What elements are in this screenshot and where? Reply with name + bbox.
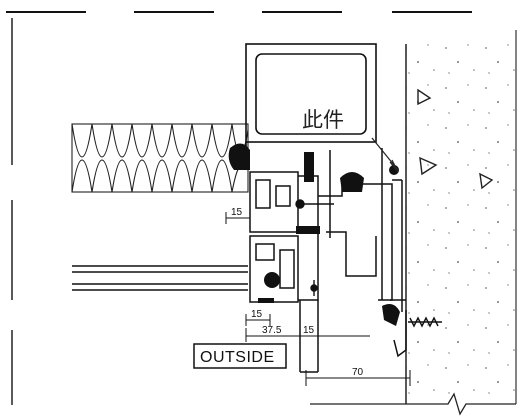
aluminium-frame-profile	[249, 148, 403, 373]
dimension-15-lower: 15	[245, 309, 271, 326]
break-line	[310, 392, 516, 416]
anchor-bolts	[295, 199, 442, 328]
callout-label: 此件	[302, 108, 344, 132]
dimension-70: 70	[305, 367, 411, 386]
dimension-70-label: 70	[352, 367, 364, 378]
concrete-wall	[405, 30, 517, 404]
sealant-gaskets	[228, 143, 400, 326]
dimension-37-5-label: 37.5	[262, 325, 282, 336]
dimension-bottom-chain: 37.5 15	[245, 325, 370, 342]
dimension-15-bottom-label: 15	[303, 325, 315, 336]
wall-bracket	[390, 299, 407, 358]
callout-leader	[371, 137, 399, 173]
dimension-15-upper-label: 15	[231, 207, 243, 218]
steel-tube-section	[245, 43, 377, 160]
glass-pane	[72, 265, 248, 291]
outside-label: OUTSIDE	[200, 349, 275, 366]
insulation-blanket	[71, 123, 249, 193]
dimension-15-lower-label: 15	[251, 309, 263, 320]
dimension-15-upper: 15	[225, 207, 251, 224]
outside-tag: OUTSIDE	[193, 343, 287, 369]
